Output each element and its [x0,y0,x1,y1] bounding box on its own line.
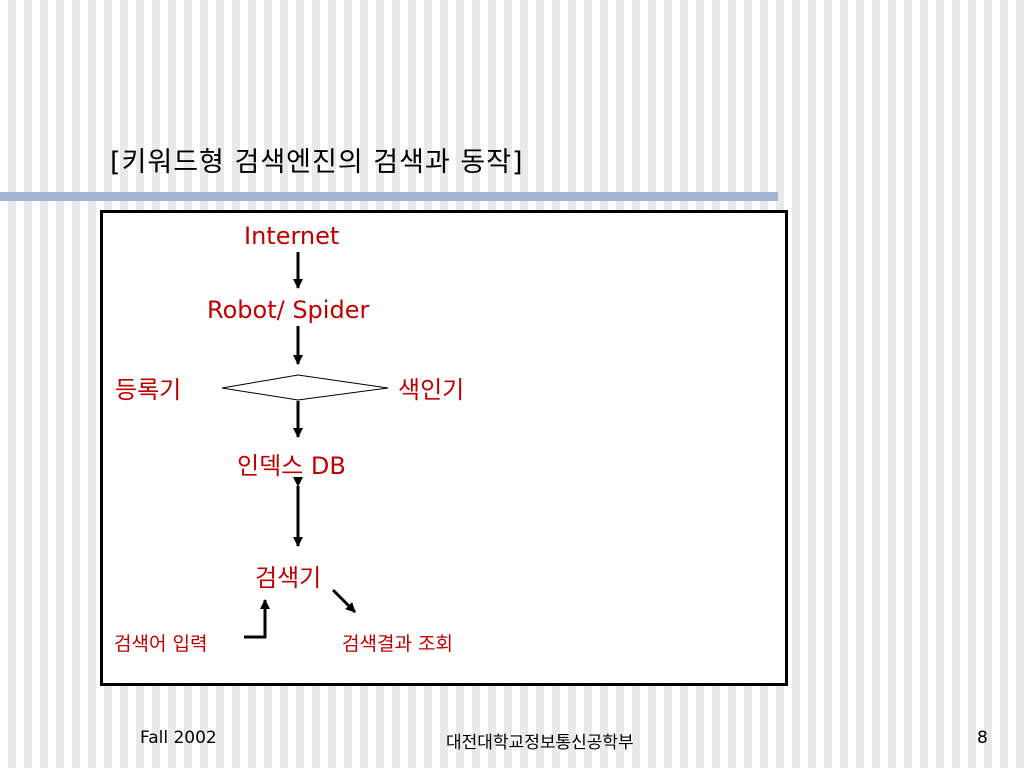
node-index-db: 인덱스 DB [237,452,346,480]
node-registrar: 등록기 [115,376,182,404]
node-searcher: 검색기 [255,564,322,592]
footer-date: Fall 2002 [140,728,217,748]
node-robot-spider: Robot/ Spider [207,296,370,324]
footer-department: 대전대학교정보통신공학부 [446,733,634,753]
node-result-view: 검색결과 조회 [342,633,453,655]
decision-diamond [221,374,389,401]
arrow-searcher-to-result [331,588,357,614]
slide-title: [키워드형 검색엔진의 검색과 동작] [110,147,524,178]
node-internet: Internet [244,222,340,250]
node-query-input: 검색어 입력 [114,633,208,655]
title-underline-bar [0,192,778,201]
diagram-frame [100,210,788,686]
footer-page-number: 8 [977,728,988,748]
arrow-query-input-to-searcher [244,599,270,639]
node-indexer: 색인기 [398,376,465,404]
